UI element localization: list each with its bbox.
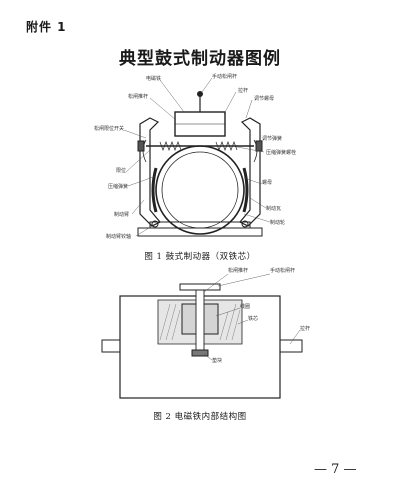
fig2-label-pull-rod: 拉杆 (300, 325, 310, 332)
label-manual-release-bar: 手动松闸杆 (212, 73, 237, 80)
base-plate (137, 227, 263, 237)
left-brake-arm (139, 117, 161, 227)
spacer-fig2 (191, 349, 209, 357)
page-number: — 7 — (314, 462, 357, 477)
right-shaft-stub (279, 339, 303, 353)
fig2-label-spacer: 垫块 (212, 357, 222, 364)
right-hinge-pin (241, 220, 249, 228)
left-brake-shoe (151, 167, 158, 213)
left-nut (137, 140, 145, 152)
left-compression-spring (159, 141, 182, 151)
label-compression-spring: 压缩弹簧 (108, 183, 128, 190)
adjust-nut (255, 140, 263, 152)
attachment-label: 附件 1 (26, 20, 67, 34)
label-brake-wheel: 制动轮 (270, 219, 285, 226)
right-brake-shoe (242, 167, 249, 213)
label-limit: 限位 (116, 167, 126, 174)
label-adjust-spring: 调节弹簧 (262, 135, 282, 142)
brake-wheel (155, 145, 245, 235)
label-adjust-nut: 调节螺母 (254, 95, 274, 102)
page-title: 典型鼓式制动器图例 (119, 49, 281, 69)
figure-1-caption: 图 1 鼓式制动器（双铁芯） (144, 252, 256, 262)
left-hinge-pin (151, 220, 159, 228)
release-push-rod-fig2 (195, 289, 205, 351)
label-brake-shoe: 制动瓦 (266, 205, 281, 212)
figure-2-caption: 图 2 电磁铁内部结构图 (153, 412, 247, 422)
label-brake-arm: 制动臂 (114, 211, 129, 218)
label-pull-rod: 拉杆 (238, 87, 248, 94)
label-nut: 螺母 (262, 179, 272, 186)
fig2-label-coil: 线圈 (240, 303, 250, 310)
label-release-limit-switch: 松闸限位开关 (94, 125, 124, 132)
manual-release-knob (197, 91, 203, 97)
label-brake-arm-hinge: 制动臂铰轴 (106, 233, 131, 240)
left-shaft-stub (101, 339, 121, 353)
base-pedestal (149, 221, 251, 229)
fig2-label-manual-release-bar: 手动松闸杆 (270, 267, 295, 274)
manual-release-bar-fig2 (179, 283, 221, 291)
right-compression-spring (215, 141, 238, 151)
fig2-label-core: 铁芯 (248, 315, 258, 322)
right-brake-arm (239, 117, 261, 227)
fig2-label-release-push-rod: 松闸推杆 (228, 267, 248, 274)
label-pressure-spring-bolt: 压缩弹簧螺栓 (266, 149, 296, 156)
label-electromagnet: 电磁铁 (146, 75, 161, 82)
brake-wheel-inner (161, 151, 239, 229)
label-release-push-rod: 松闸推杆 (128, 93, 148, 100)
